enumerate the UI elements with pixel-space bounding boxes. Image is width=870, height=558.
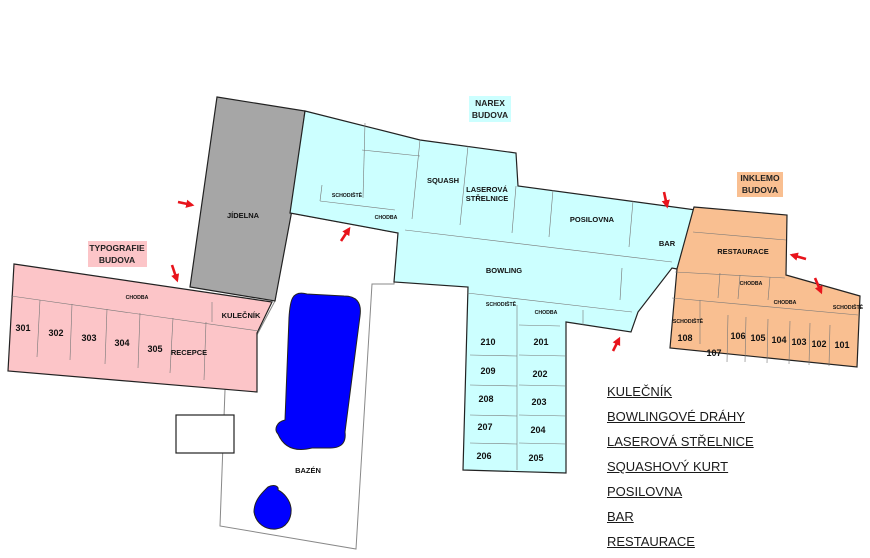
room-bar: BAR bbox=[659, 239, 676, 248]
inklemo-label-line2: BUDOVA bbox=[742, 185, 778, 195]
legend-item: BOWLINGOVÉ DRÁHY bbox=[607, 409, 745, 424]
corridor-narex: CHODBA bbox=[375, 215, 398, 221]
room-posilovna: POSILOVNA bbox=[570, 215, 615, 224]
red-arrow-icon bbox=[339, 226, 351, 242]
stairs-narex-south: SCHODIŠTĚ bbox=[486, 300, 517, 308]
room-numbers-typografie: 301 302 303 304 305 bbox=[15, 323, 162, 354]
room-number: 103 bbox=[791, 337, 806, 347]
room-number: 305 bbox=[147, 344, 162, 354]
corridor-narex-south: CHODBA bbox=[535, 310, 558, 316]
corridor-inklemo-upper: CHODBA bbox=[740, 281, 763, 287]
room-number: 202 bbox=[532, 369, 547, 379]
room-number: 208 bbox=[478, 394, 493, 404]
red-arrow-icon bbox=[611, 336, 621, 352]
legend-item: POSILOVNA bbox=[607, 484, 683, 499]
typografie-partitions bbox=[10, 295, 260, 381]
room-laserova-line1: LASEROVÁ bbox=[466, 185, 508, 194]
room-bazen: BAZÉN bbox=[295, 466, 321, 475]
outbuilding bbox=[175, 414, 235, 454]
room-number: 210 bbox=[480, 337, 495, 347]
room-numbers-narex-left: 210 209 208 207 206 bbox=[476, 337, 495, 461]
room-restaurace: RESTAURACE bbox=[717, 247, 769, 256]
red-arrow-icon bbox=[177, 199, 195, 208]
legend-item: KULEČNÍK bbox=[607, 384, 673, 399]
room-numbers-inklemo: 108 107 106 105 104 103 102 101 bbox=[677, 331, 849, 358]
room-number: 301 bbox=[15, 323, 30, 333]
room-number: 303 bbox=[81, 333, 96, 343]
room-number: 302 bbox=[48, 328, 63, 338]
room-number: 205 bbox=[528, 453, 543, 463]
room-number: 204 bbox=[530, 425, 545, 435]
narex-label-line1: NAREX bbox=[475, 98, 505, 108]
pool-small bbox=[253, 485, 292, 530]
jidelna-building bbox=[189, 96, 306, 302]
pool-large bbox=[275, 292, 361, 450]
room-number: 104 bbox=[771, 335, 786, 345]
room-number: 201 bbox=[533, 337, 548, 347]
room-kulecnik: KULEČNÍK bbox=[222, 311, 261, 320]
room-number: 107 bbox=[706, 348, 721, 358]
corridor-inklemo-lower: CHODBA bbox=[774, 300, 797, 306]
red-arrow-icon bbox=[170, 264, 180, 283]
legend: KULEČNÍK BOWLINGOVÉ DRÁHY LASEROVÁ STŘELNI… bbox=[607, 383, 754, 558]
room-squash: SQUASH bbox=[427, 176, 459, 185]
room-jidelna: JÍDELNA bbox=[227, 211, 260, 220]
room-number: 106 bbox=[730, 331, 745, 341]
room-number: 206 bbox=[476, 451, 491, 461]
typografie-building bbox=[7, 263, 273, 393]
narex-label-line2: BUDOVA bbox=[472, 110, 508, 120]
room-number: 102 bbox=[811, 339, 826, 349]
room-number: 203 bbox=[531, 397, 546, 407]
narex-partitions bbox=[319, 122, 673, 470]
typografie-label-line2: BUDOVA bbox=[99, 255, 135, 265]
room-number: 101 bbox=[834, 340, 849, 350]
legend-item: SQUASHOVÝ KURT bbox=[607, 459, 729, 474]
legend-item: BAR bbox=[607, 509, 634, 524]
inklemo-label-line1: INKLEMO bbox=[740, 173, 780, 183]
entrance-arrows bbox=[170, 191, 823, 352]
room-recepce: RECEPCE bbox=[171, 348, 207, 357]
narex-building bbox=[289, 110, 697, 474]
legend-item: RESTAURACE bbox=[607, 534, 695, 549]
room-numbers-narex-right: 201 202 203 204 205 bbox=[528, 337, 548, 463]
room-laserova-line2: STŘELNICE bbox=[466, 194, 509, 203]
typografie-label-box bbox=[88, 241, 147, 267]
typografie-label-line1: TYPOGRAFIE bbox=[89, 243, 145, 253]
stairs-narex: SCHODIŠTĚ bbox=[332, 191, 363, 199]
stairs-inklemo-east: SCHODIŠTĚ bbox=[833, 303, 864, 311]
inklemo-building bbox=[669, 206, 861, 368]
stairs-inklemo-west: SCHODIŠTĚ bbox=[673, 317, 704, 325]
red-arrow-icon bbox=[813, 277, 823, 295]
narex-label-box bbox=[469, 96, 511, 122]
room-number: 108 bbox=[677, 333, 692, 343]
room-number: 105 bbox=[750, 333, 765, 343]
inklemo-partitions bbox=[671, 231, 859, 367]
room-bowling: BOWLING bbox=[486, 266, 522, 275]
room-number: 304 bbox=[114, 338, 129, 348]
room-number: 207 bbox=[477, 422, 492, 432]
red-arrow-icon bbox=[661, 191, 670, 209]
corridor-typografie: CHODBA bbox=[126, 295, 149, 301]
inklemo-label-box bbox=[737, 172, 783, 197]
room-number: 209 bbox=[480, 366, 495, 376]
red-arrow-icon bbox=[789, 252, 807, 261]
legend-item: LASEROVÁ STŘELNICE bbox=[607, 434, 754, 449]
